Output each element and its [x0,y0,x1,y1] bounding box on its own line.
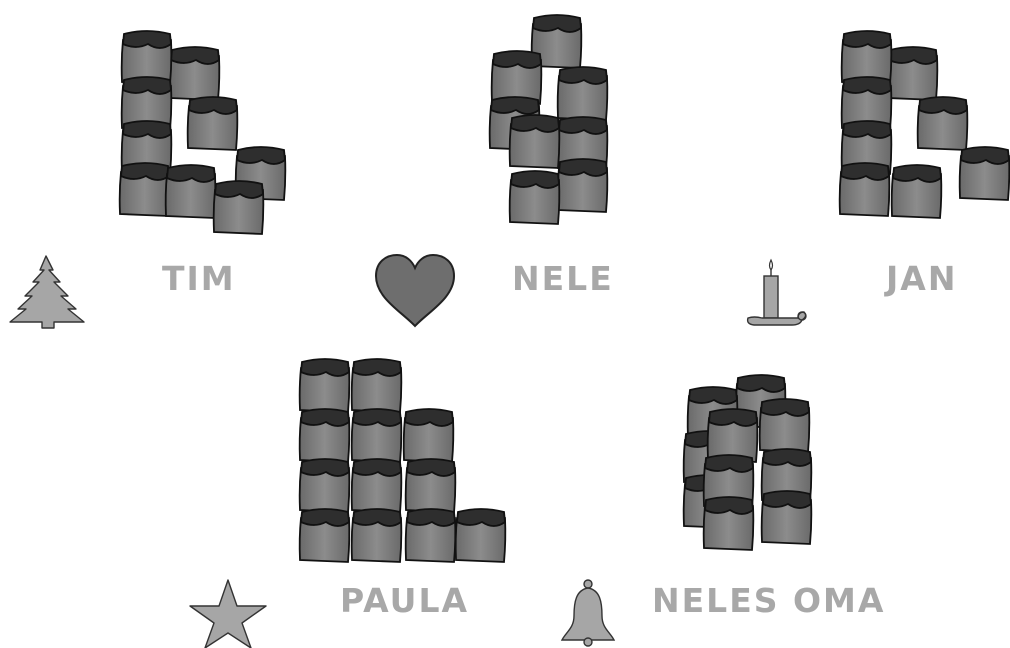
bell-icon [558,578,622,648]
name-label-jan: JAN [886,262,957,295]
tree-icon [6,254,88,330]
nele-cube-stack [484,10,644,240]
candle-icon [742,256,812,330]
neles-oma-cube-stack [678,372,838,572]
name-label-nele: NELE [512,262,614,295]
name-label-tim: TIM [162,262,236,295]
tim-cube-stack [110,28,300,248]
name-label-paula: PAULA [340,584,469,617]
star-icon [188,578,268,648]
heart-icon [372,252,458,330]
name-label-neles-oma: NELES OMA [652,584,885,617]
paula-cube-stack [294,354,514,568]
jan-cube-stack [832,28,1010,248]
